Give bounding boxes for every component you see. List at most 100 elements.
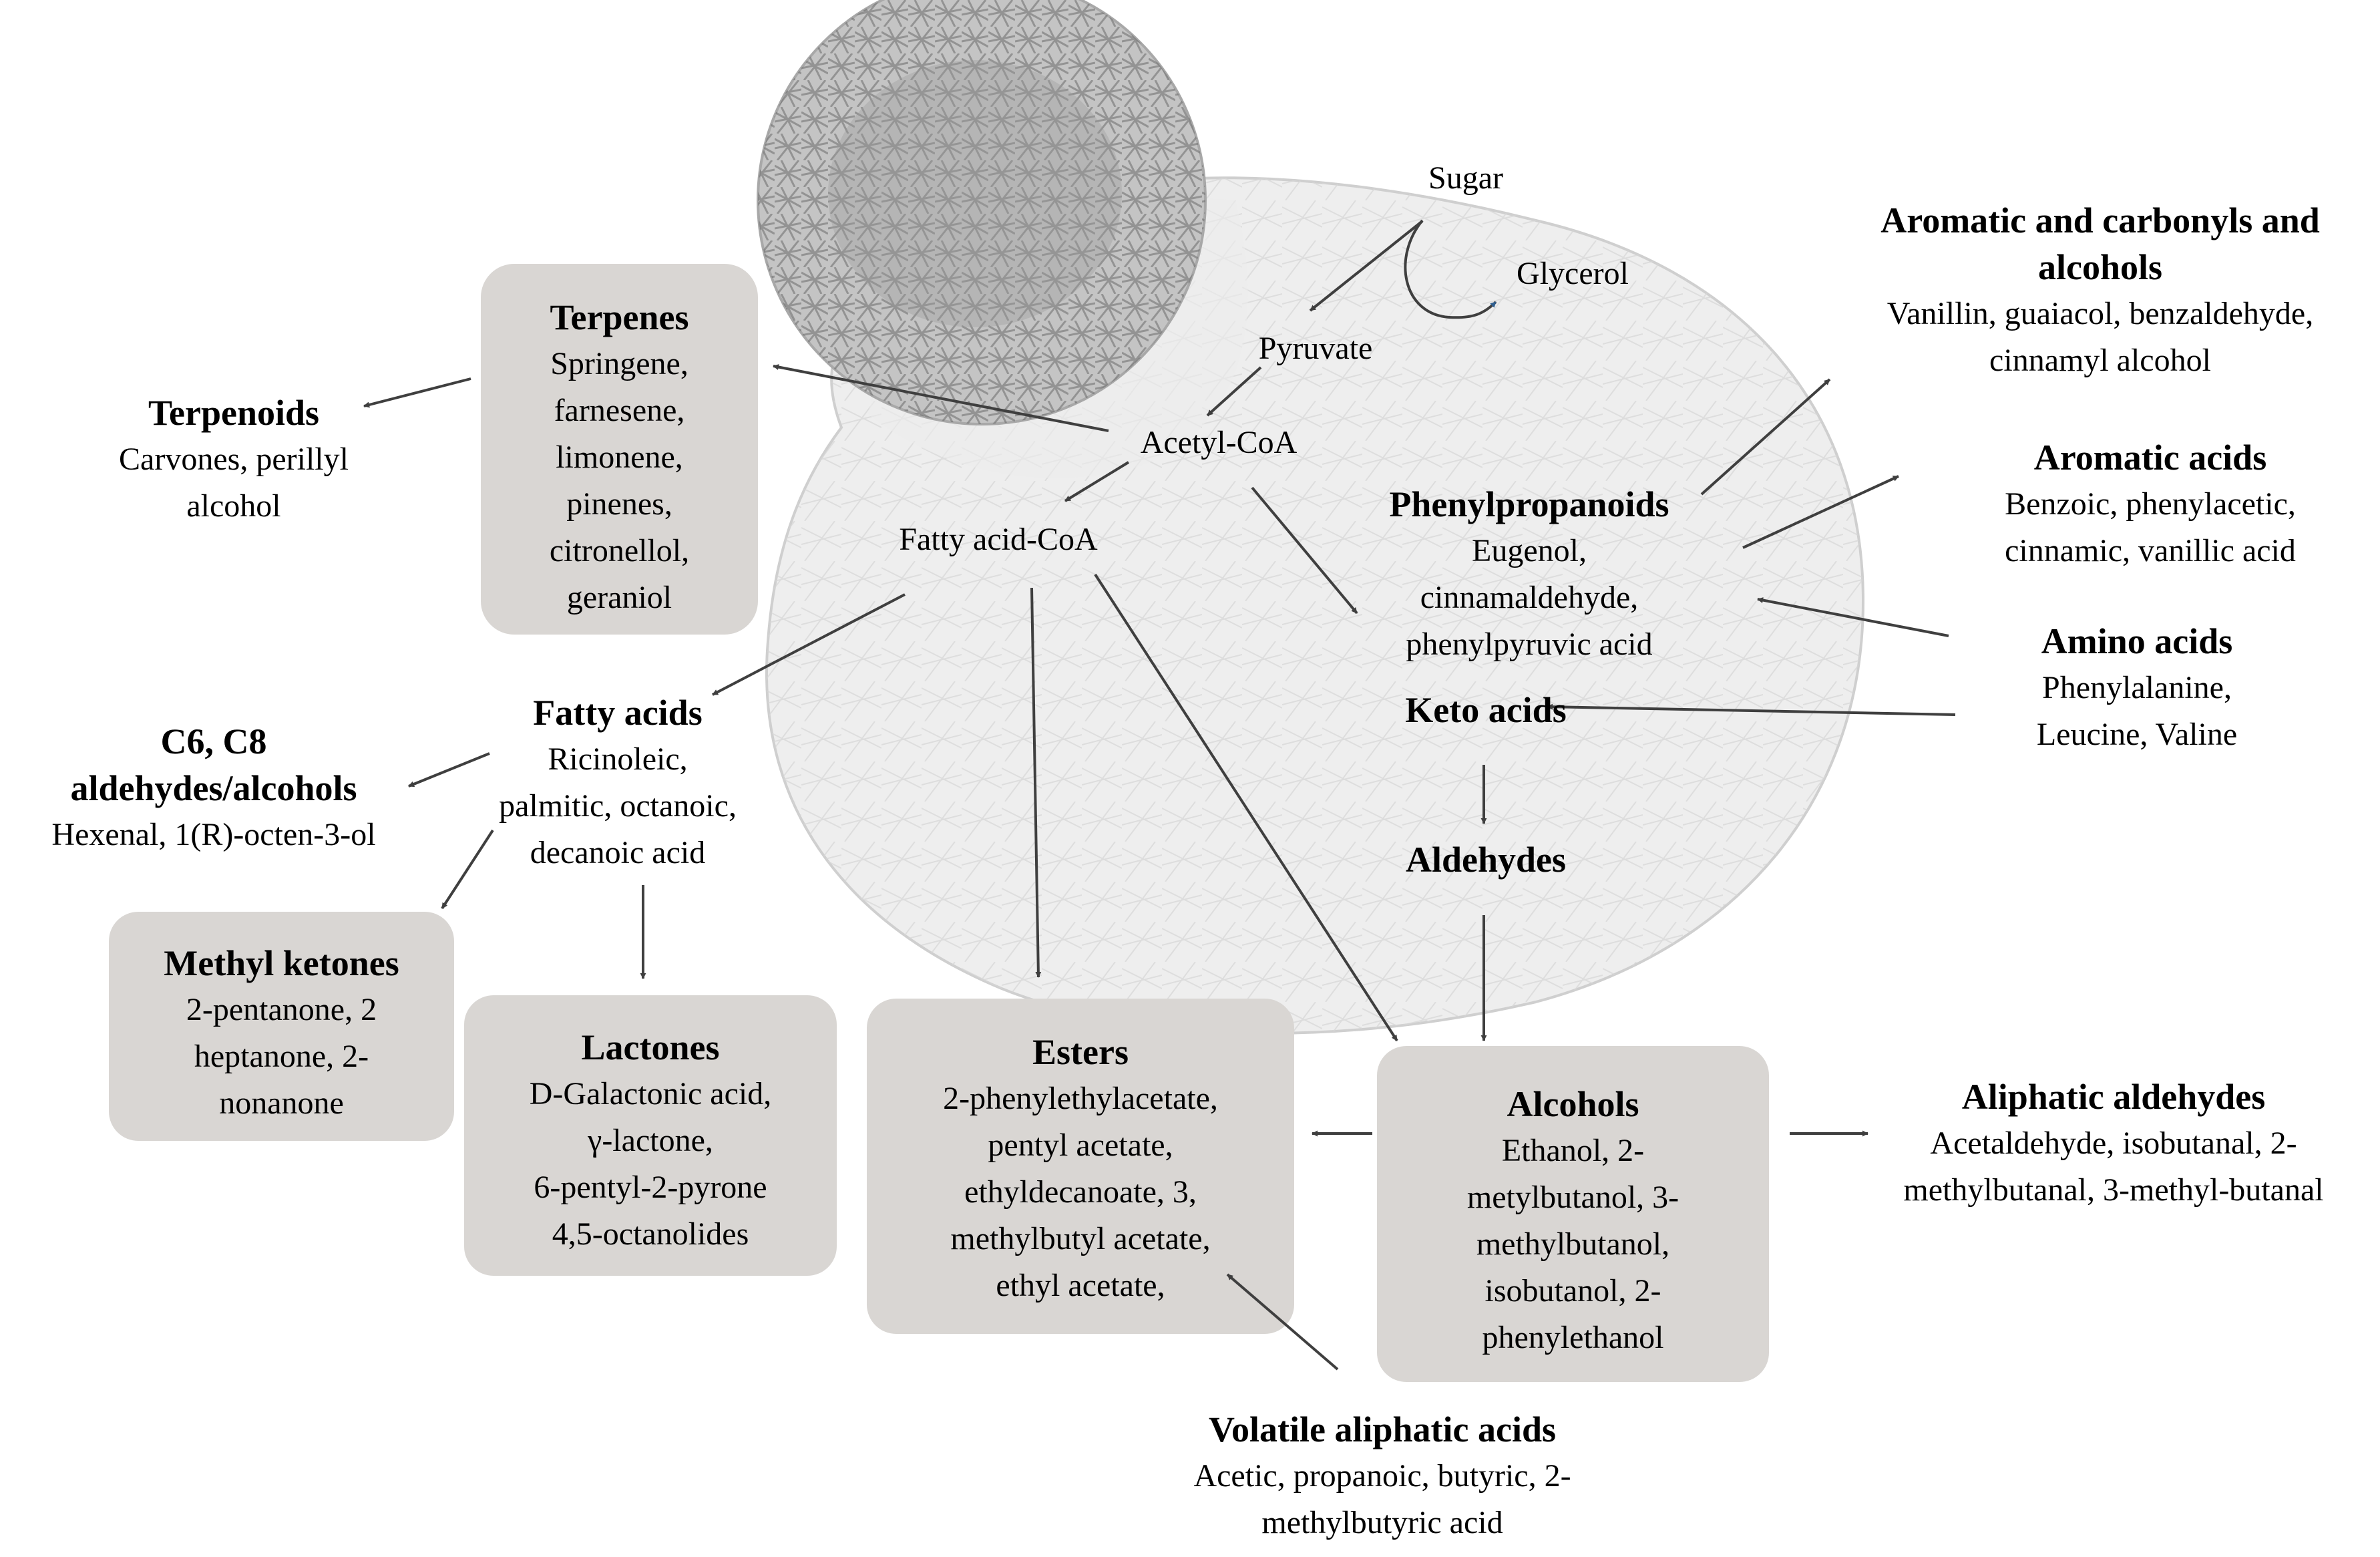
terpenes-box	[481, 264, 758, 635]
amino-acids-line: Phenylalanine,	[2042, 670, 2232, 705]
arrow-acetylcoa-phenylpropanoids	[1251, 486, 1358, 615]
phenylpropanoids-title: Phenylpropanoids	[1389, 484, 1669, 524]
phenylpropanoids-line: cinnamaldehyde,	[1420, 580, 1639, 615]
esters-node: Esters 2-phenylethylacetate, pentyl acet…	[867, 1029, 1294, 1309]
lactones-line: γ-lactone,	[588, 1123, 713, 1158]
aromatic-carbonyls-line: Vanillin, guaiacol, benzaldehyde,	[1887, 296, 2314, 331]
c6-c8-node: C6, C8 aldehydes/alcohols Hexenal, 1(R)-…	[7, 718, 421, 858]
esters-title: Esters	[1032, 1032, 1129, 1072]
terpenes-node: Terpenes Springene, farnesene, limonene,…	[481, 294, 758, 621]
arrow-fattyacids-c6c8	[408, 752, 490, 788]
terpenes-line: Springene,	[550, 346, 688, 381]
aldehydes-label: Aldehydes	[1405, 840, 1567, 880]
terpenes-line: pinenes,	[566, 486, 672, 522]
lactones-title: Lactones	[581, 1027, 720, 1067]
alcohols-line: Ethanol, 2-	[1501, 1133, 1645, 1168]
arrow-fattyacidcoa-fattyacids	[712, 593, 906, 696]
arrow-pyruvate-acetylcoa	[1206, 366, 1262, 417]
amino-acids-line: Leucine, Valine	[2036, 717, 2238, 752]
glycerol-label: Glycerol	[1517, 256, 1629, 291]
c6-c8-title: aldehydes/alcohols	[70, 768, 357, 808]
aliphatic-aldehydes-line: Acetaldehyde, isobutanal, 2-	[1930, 1126, 2297, 1161]
fatty-acids-line: decanoic acid	[530, 835, 706, 870]
alcohols-line: phenylethanol	[1482, 1320, 1664, 1355]
methyl-ketones-node: Methyl ketones 2-pentanone, 2 heptanone,…	[109, 940, 454, 1127]
c6-c8-line: Hexenal, 1(R)-octen-3-ol	[51, 817, 376, 852]
arrow-aminoacids-ketoacids	[1547, 703, 1956, 716]
volatile-aliphatic-acids-node: Volatile aliphatic acids Acetic, propano…	[1082, 1406, 1683, 1546]
arrow-acetylcoa-fattyacidcoa	[1064, 461, 1130, 502]
pathway-arrows	[363, 220, 1956, 1371]
volatile-aliphatic-acids-title: Volatile aliphatic acids	[1208, 1409, 1557, 1449]
methyl-ketones-box	[109, 912, 454, 1141]
volatile-aliphatic-acids-line: methylbutyric acid	[1261, 1505, 1503, 1540]
arrow-phenylpropanoids-aromaticcarbonyls	[1700, 378, 1831, 496]
arrow-volatileacids-esters	[1226, 1273, 1339, 1371]
arrow-terpenes-terpenoids	[363, 377, 471, 408]
methyl-ketones-title: Methyl ketones	[164, 943, 399, 983]
terpenes-line: geraniol	[566, 580, 672, 615]
aromatic-carbonyls-line: cinnamyl alcohol	[1989, 343, 2211, 378]
terpenoids-title: Terpenoids	[148, 393, 320, 433]
esters-line: 2-phenylethylacetate,	[943, 1081, 1218, 1116]
alcohols-box	[1377, 1046, 1769, 1382]
amino-acids-node: Amino acids Phenylalanine, Leucine, Vali…	[1970, 618, 2304, 758]
pyruvate-label: Pyruvate	[1258, 331, 1373, 366]
arrow-aminoacids-phenylpropanoids	[1757, 597, 1949, 637]
alcohols-line: isobutanol, 2-	[1484, 1273, 1661, 1309]
terpenes-title: Terpenes	[550, 297, 689, 337]
amino-acids-title: Amino acids	[2041, 621, 2233, 661]
lactones-line: D-Galactonic acid,	[529, 1076, 772, 1111]
arrow-sugar-glycerol	[1404, 219, 1497, 319]
alcohols-node: Alcohols Ethanol, 2- metylbutanol, 3- me…	[1377, 1081, 1769, 1361]
aliphatic-aldehydes-node: Aliphatic aldehydes Acetaldehyde, isobut…	[1856, 1073, 2371, 1214]
terpenes-line: limonene,	[556, 440, 683, 475]
volatile-aliphatic-acids-line: Acetic, propanoic, butyric, 2-	[1193, 1458, 1571, 1494]
aromatic-acids-node: Aromatic acids Benzoic, phenylacetic, ci…	[1930, 434, 2371, 574]
alcohols-line: metylbutanol, 3-	[1466, 1180, 1679, 1215]
terpenes-line: citronellol,	[549, 533, 690, 568]
lactones-node: Lactones D-Galactonic acid, γ-lactone, 6…	[464, 1024, 837, 1258]
fatty-acid-coa-label: Fatty acid-CoA	[899, 522, 1098, 557]
arrow-fattyacids-methylketones	[441, 829, 494, 910]
esters-line: ethyl acetate,	[996, 1268, 1165, 1303]
esters-line: pentyl acetate,	[988, 1128, 1173, 1163]
aromatic-carbonyls-title: alcohols	[2037, 247, 2163, 287]
acetyl-coa-label: Acetyl-CoA	[1140, 425, 1298, 460]
alcohols-title: Alcohols	[1507, 1084, 1639, 1124]
alcohols-line: methylbutanol,	[1476, 1226, 1670, 1262]
fatty-acids-title: Fatty acids	[533, 693, 703, 733]
terpenoids-line: Carvones, perillyl	[119, 442, 349, 477]
esters-line: ethyldecanoate, 3,	[964, 1174, 1197, 1210]
aromatic-acids-title: Aromatic acids	[2033, 438, 2267, 478]
phenylpropanoids-line: Eugenol,	[1472, 533, 1587, 568]
aliphatic-aldehydes-title: Aliphatic aldehydes	[1961, 1077, 2266, 1117]
aromatic-acids-line: cinnamic, vanillic acid	[2005, 533, 2296, 568]
arrow-phenylpropanoids-aromaticacids	[1742, 475, 1899, 549]
aliphatic-aldehydes-line: methylbutanal, 3-methyl-butanal	[1903, 1172, 2324, 1208]
sugar-label: Sugar	[1428, 160, 1503, 196]
phenylpropanoids-node: Phenylpropanoids Eugenol, cinnamaldehyde…	[1356, 481, 1703, 668]
methyl-ketones-line: nonanone	[219, 1085, 344, 1121]
phenylpropanoids-line: phenylpyruvic acid	[1406, 627, 1653, 662]
lactones-line: 4,5-octanolides	[552, 1216, 749, 1252]
methyl-ketones-line: heptanone, 2-	[194, 1039, 369, 1074]
arrow-acetylcoa-terpenes	[773, 364, 1109, 432]
terpenes-line: farnesene,	[554, 393, 685, 428]
terpenoids-node: Terpenoids Carvones, perillyl alcohol	[67, 389, 401, 530]
esters-line: methylbutyl acetate,	[950, 1221, 1211, 1256]
aromatic-carbonyls-title: Aromatic and carbonyls and	[1880, 200, 2320, 240]
arrow-fattyacidcoa-alcohols	[1094, 573, 1398, 1042]
methyl-ketones-line: 2-pentanone, 2	[186, 992, 377, 1027]
lactones-box	[464, 995, 837, 1276]
aromatic-acids-line: Benzoic, phenylacetic,	[2005, 486, 2296, 522]
keto-acids-label: Keto acids	[1405, 690, 1567, 730]
fatty-acids-line: palmitic, octanoic,	[499, 788, 737, 824]
esters-box	[867, 999, 1294, 1334]
fatty-acids-node: Fatty acids Ricinoleic, palmitic, octano…	[454, 689, 781, 876]
terpenoids-line: alcohol	[186, 488, 281, 524]
lactones-line: 6-pentyl-2-pyrone	[534, 1170, 767, 1205]
fatty-acids-line: Ricinoleic,	[548, 741, 688, 777]
